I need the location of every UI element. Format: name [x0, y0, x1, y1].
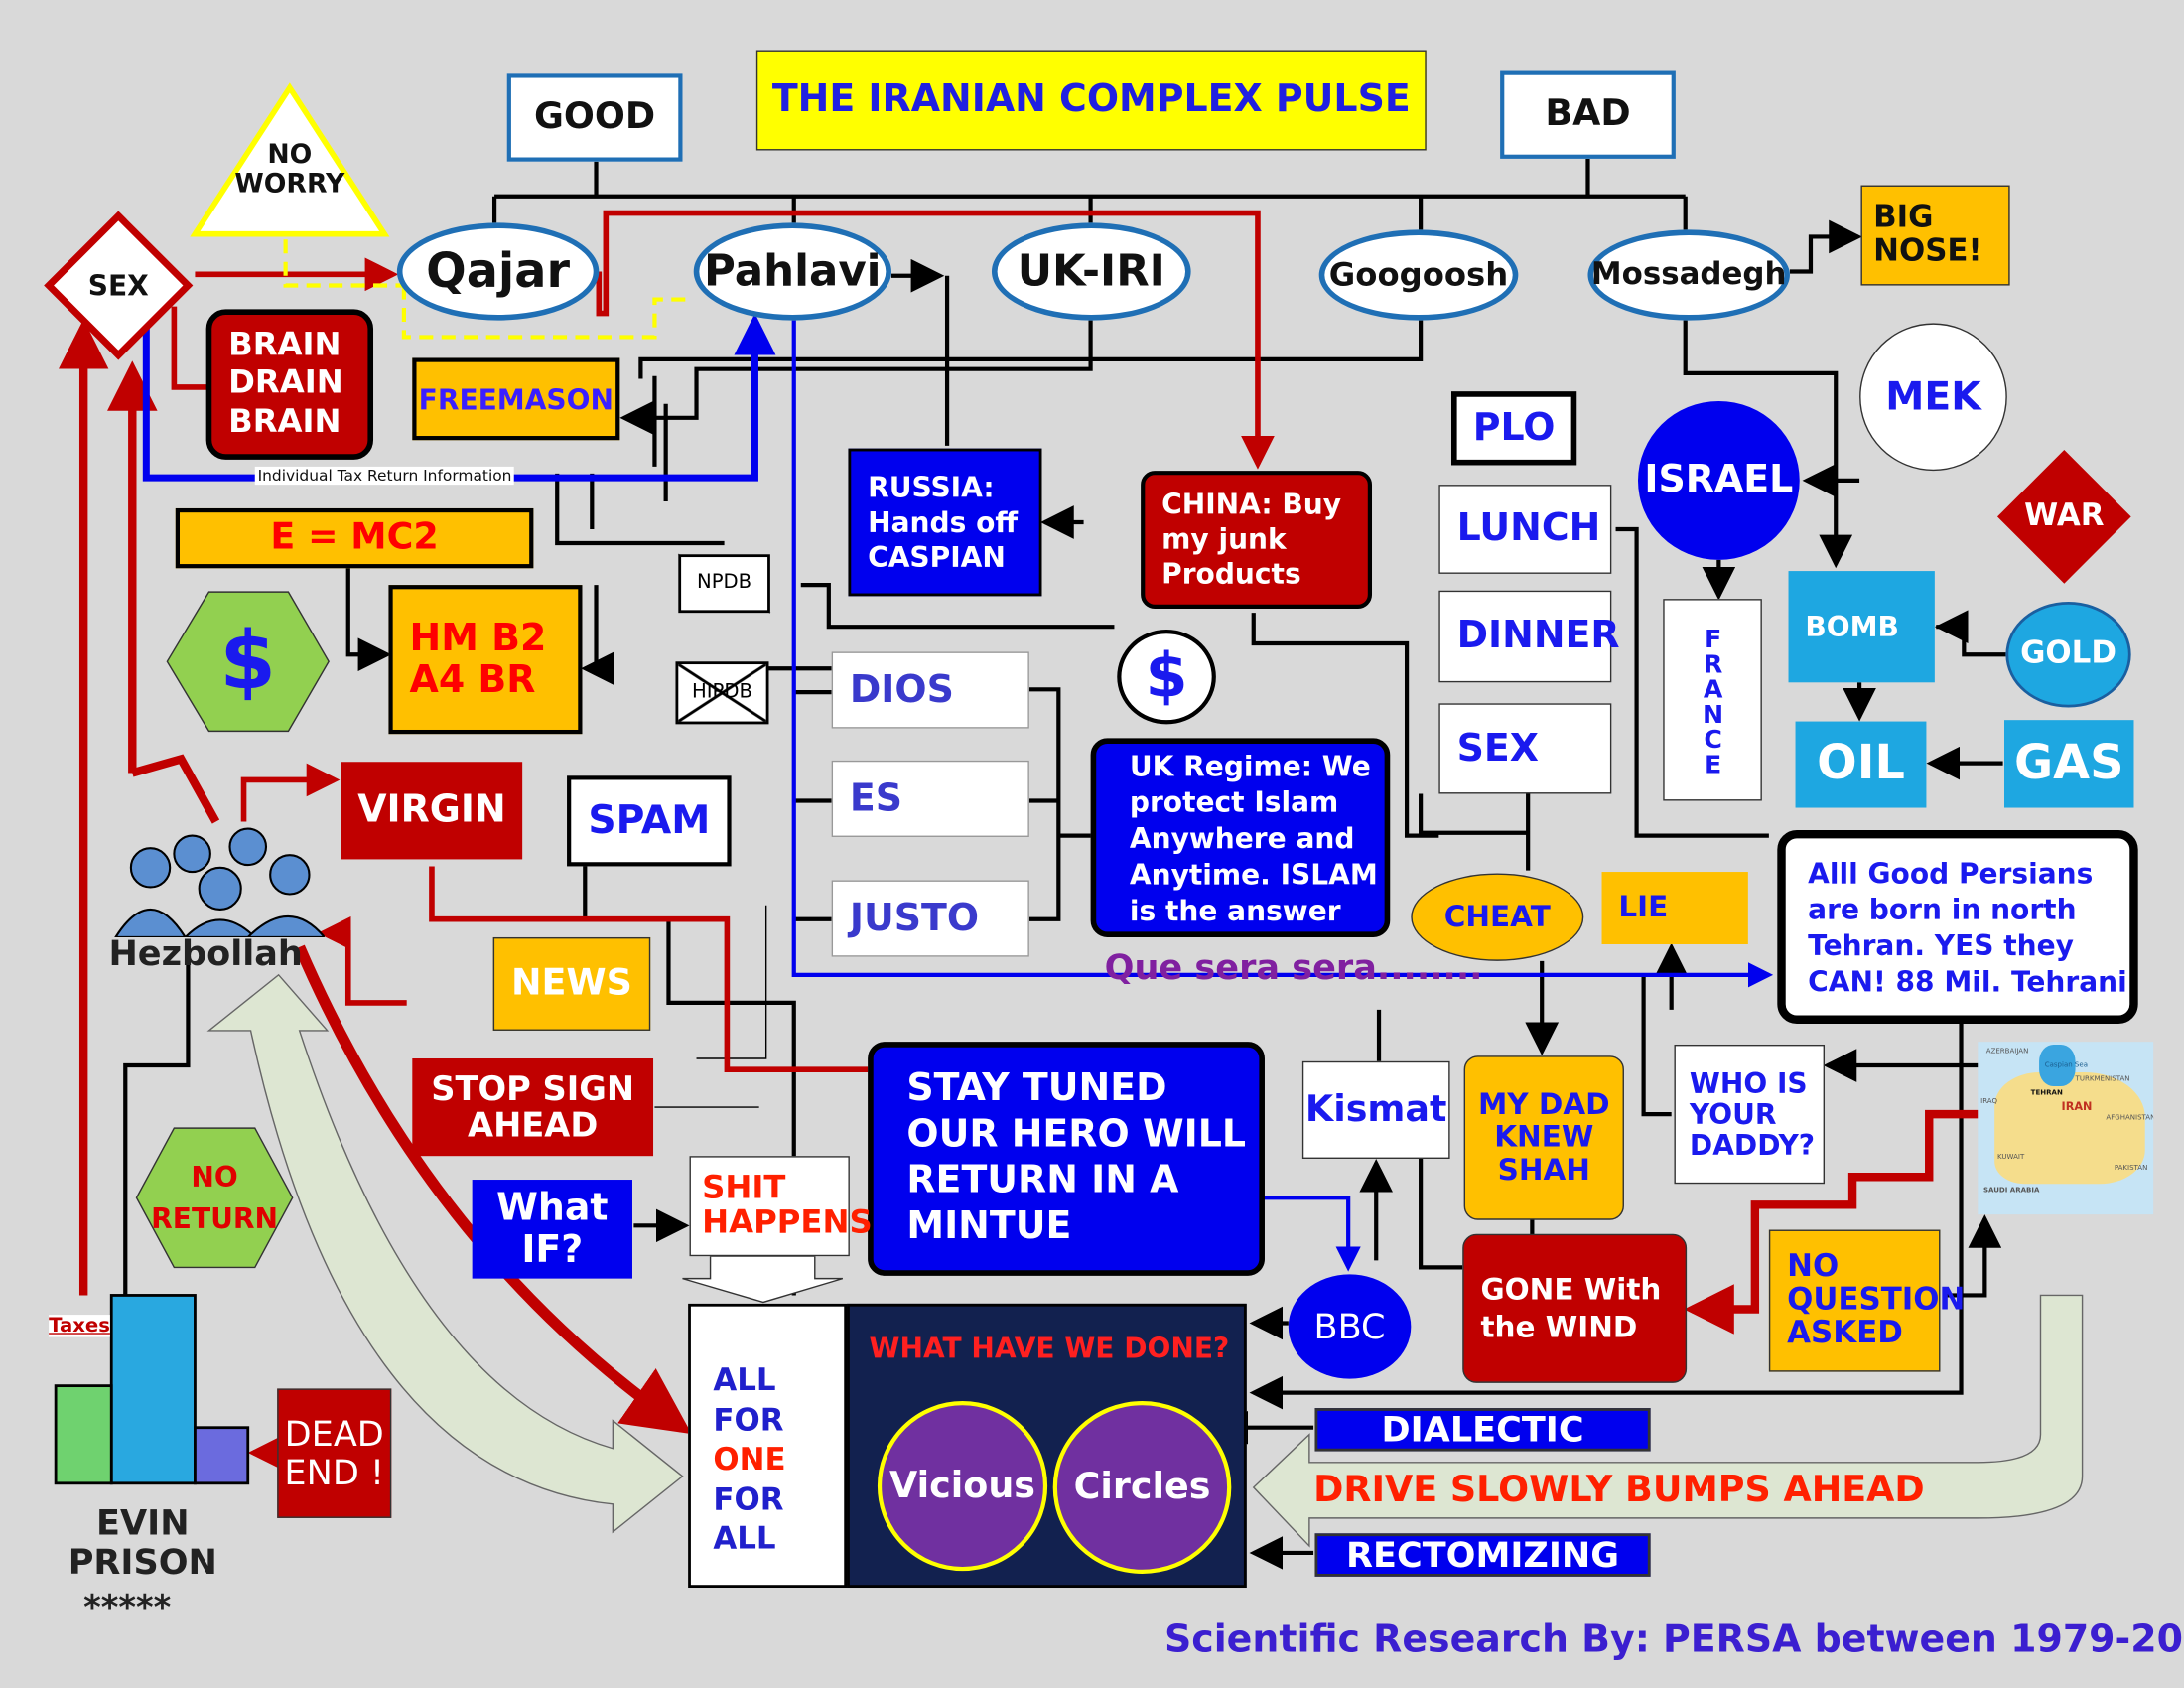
- iran-map-image: IRAN TEHRAN AZERBAIJAN Caspian Sea TURKM…: [1978, 1042, 2154, 1215]
- circles-circle: Circles: [1052, 1401, 1232, 1574]
- shit-happens-box: SHIT HAPPENS: [689, 1156, 873, 1257]
- dinner-box: DINNER: [1438, 590, 1620, 683]
- persians-box: Alll Good Persians are born in north Teh…: [1777, 829, 2138, 1024]
- tax-return-label: Individual Tax Return Information: [254, 466, 515, 486]
- dialectic-box: DIALECTIC: [1314, 1408, 1651, 1452]
- gold-ellipse: GOLD: [2005, 601, 2131, 708]
- lunch-box: LUNCH: [1438, 485, 1612, 574]
- que-sera-text: Que sera sera........: [1104, 946, 1483, 988]
- era-pahlavi: Pahlavi: [693, 222, 891, 321]
- vicious-circle: Vicious: [877, 1401, 1048, 1572]
- freemason-box: FREEMASON: [412, 357, 620, 441]
- dios-box: DIOS: [831, 651, 1029, 729]
- drive-slowly-text: DRIVE SLOWLY BUMPS AHEAD: [1313, 1469, 1925, 1511]
- what-if-box: What IF?: [472, 1180, 632, 1279]
- russia-box: RUSSIA: Hands off CASPIAN: [848, 448, 1042, 597]
- hipdb-box: HIPDB: [675, 661, 769, 725]
- kismat-box: Kismat: [1301, 1060, 1450, 1159]
- virgin-box: VIRGIN: [341, 762, 523, 860]
- sex-diamond: SEX: [87, 268, 149, 303]
- uk-regime-box: UK Regime: We protect Islam Anywhere and…: [1090, 738, 1391, 937]
- evin-stars: *****: [83, 1588, 172, 1627]
- map-neighbor-iraq: IRAQ: [1980, 1097, 1998, 1106]
- evin-building-icon: [54, 1294, 250, 1485]
- era-googoosh: Googoosh: [1318, 229, 1519, 321]
- no-worry-triangle: NO WORRY: [234, 139, 345, 200]
- all-for-one-word: ONE: [713, 1443, 786, 1478]
- map-neighbor-afghanistan: AFGHANISTAN: [2106, 1114, 2154, 1123]
- era-mossadegh: Mossadegh: [1587, 229, 1790, 321]
- china-box: CHINA: Buy my junk Products: [1141, 471, 1373, 609]
- taxes-label: Taxes: [49, 1315, 110, 1337]
- bomb-box: BOMB: [1788, 571, 1935, 683]
- emc2-box: E = MC2: [175, 507, 534, 569]
- es-box: ES: [831, 760, 1029, 837]
- all-for-one-word: FOR: [713, 1403, 784, 1439]
- what-have-we-done-box: WHAT HAVE WE DONE? Vicious Circles: [847, 1303, 1247, 1589]
- france-box: FRANCE: [1663, 599, 1762, 801]
- hm-b2-box: HM B2 A4 BR: [388, 585, 583, 735]
- all-for-one-word: FOR: [713, 1482, 784, 1518]
- npdb-box: NPDB: [678, 554, 770, 614]
- dead-end-box: DEAD END !: [277, 1388, 392, 1518]
- all-for-one-word: ALL: [713, 1363, 776, 1399]
- what-have-we-done-label: WHAT HAVE WE DONE?: [869, 1331, 1230, 1365]
- stop-sign-box: STOP SIGN AHEAD: [412, 1058, 654, 1157]
- hezbollah-label: Hezbollah: [108, 932, 303, 974]
- my-dad-box: MY DAD KNEW SHAH: [1463, 1055, 1624, 1220]
- good-box: GOOD: [506, 73, 683, 162]
- lie-box: LIE: [1601, 872, 1748, 944]
- map-neighbor: TURKMENISTAN: [2075, 1074, 2130, 1084]
- map-neighbor: SAUDI ARABIA: [1982, 1187, 2040, 1196]
- spam-box: SPAM: [567, 775, 732, 867]
- big-arrows: [206, 973, 2084, 1548]
- israel-circle: ISRAEL: [1637, 400, 1800, 560]
- era-uk-iri: UK-IRI: [991, 222, 1191, 321]
- map-sea: Caspian Sea: [2044, 1060, 2088, 1070]
- rectomizing-box: RECTOMIZING: [1314, 1533, 1651, 1577]
- gone-wind-box: GONE With the WIND: [1462, 1233, 1688, 1383]
- mek-circle: MEK: [1859, 323, 2007, 472]
- dollar-hexagon: $: [219, 613, 277, 708]
- dollar-circle: $: [1117, 629, 1216, 725]
- footer-credit: Scientific Research By: PERSA between 19…: [1163, 1618, 2184, 1662]
- no-question-box: NO QUESTION ASKED: [1768, 1229, 1965, 1372]
- all-for-one-box: ALL FOR ONE FOR ALL: [688, 1303, 848, 1589]
- map-neighbor-azerbaijan: AZERBAIJAN: [1985, 1047, 2029, 1056]
- map-neighbor-pakistan: PAKISTAN: [2114, 1164, 2148, 1174]
- plo-box: PLO: [1450, 391, 1577, 466]
- no-return-hexagon: NO RETURN: [151, 1160, 278, 1236]
- oil-box: OIL: [1795, 721, 1927, 808]
- brain-drain-box: BRAIN DRAIN BRAIN: [205, 309, 374, 460]
- era-qajar: Qajar: [396, 222, 600, 321]
- news-box: NEWS: [492, 936, 651, 1031]
- bbc-circle: BBC: [1288, 1274, 1412, 1379]
- bad-box: BAD: [1500, 70, 1676, 159]
- war-diamond: WAR: [2024, 498, 2105, 534]
- who-daddy-box: WHO IS YOUR DADDY?: [1674, 1044, 1826, 1185]
- sex-box: SEX: [1438, 703, 1612, 794]
- evin-prison-label: EVIN PRISON: [68, 1502, 217, 1582]
- map-country: IRAN: [2061, 1100, 2093, 1113]
- map-capital: TEHRAN: [2030, 1088, 2063, 1098]
- page-title: THE IRANIAN COMPLEX PULSE: [755, 50, 1427, 151]
- cheat-ellipse: CHEAT: [1411, 873, 1584, 961]
- big-nose-box: BIG NOSE!: [1860, 185, 2010, 286]
- justo-box: JUSTO: [831, 880, 1029, 957]
- gas-box: GAS: [2004, 720, 2134, 808]
- hezbollah-people-icon: [114, 827, 325, 937]
- map-neighbor-kuwait: KUWAIT: [1996, 1153, 2025, 1162]
- all-for-one-word: ALL: [713, 1522, 776, 1558]
- stay-tuned-box: STAY TUNED OUR HERO WILL RETURN IN A MIN…: [868, 1042, 1265, 1276]
